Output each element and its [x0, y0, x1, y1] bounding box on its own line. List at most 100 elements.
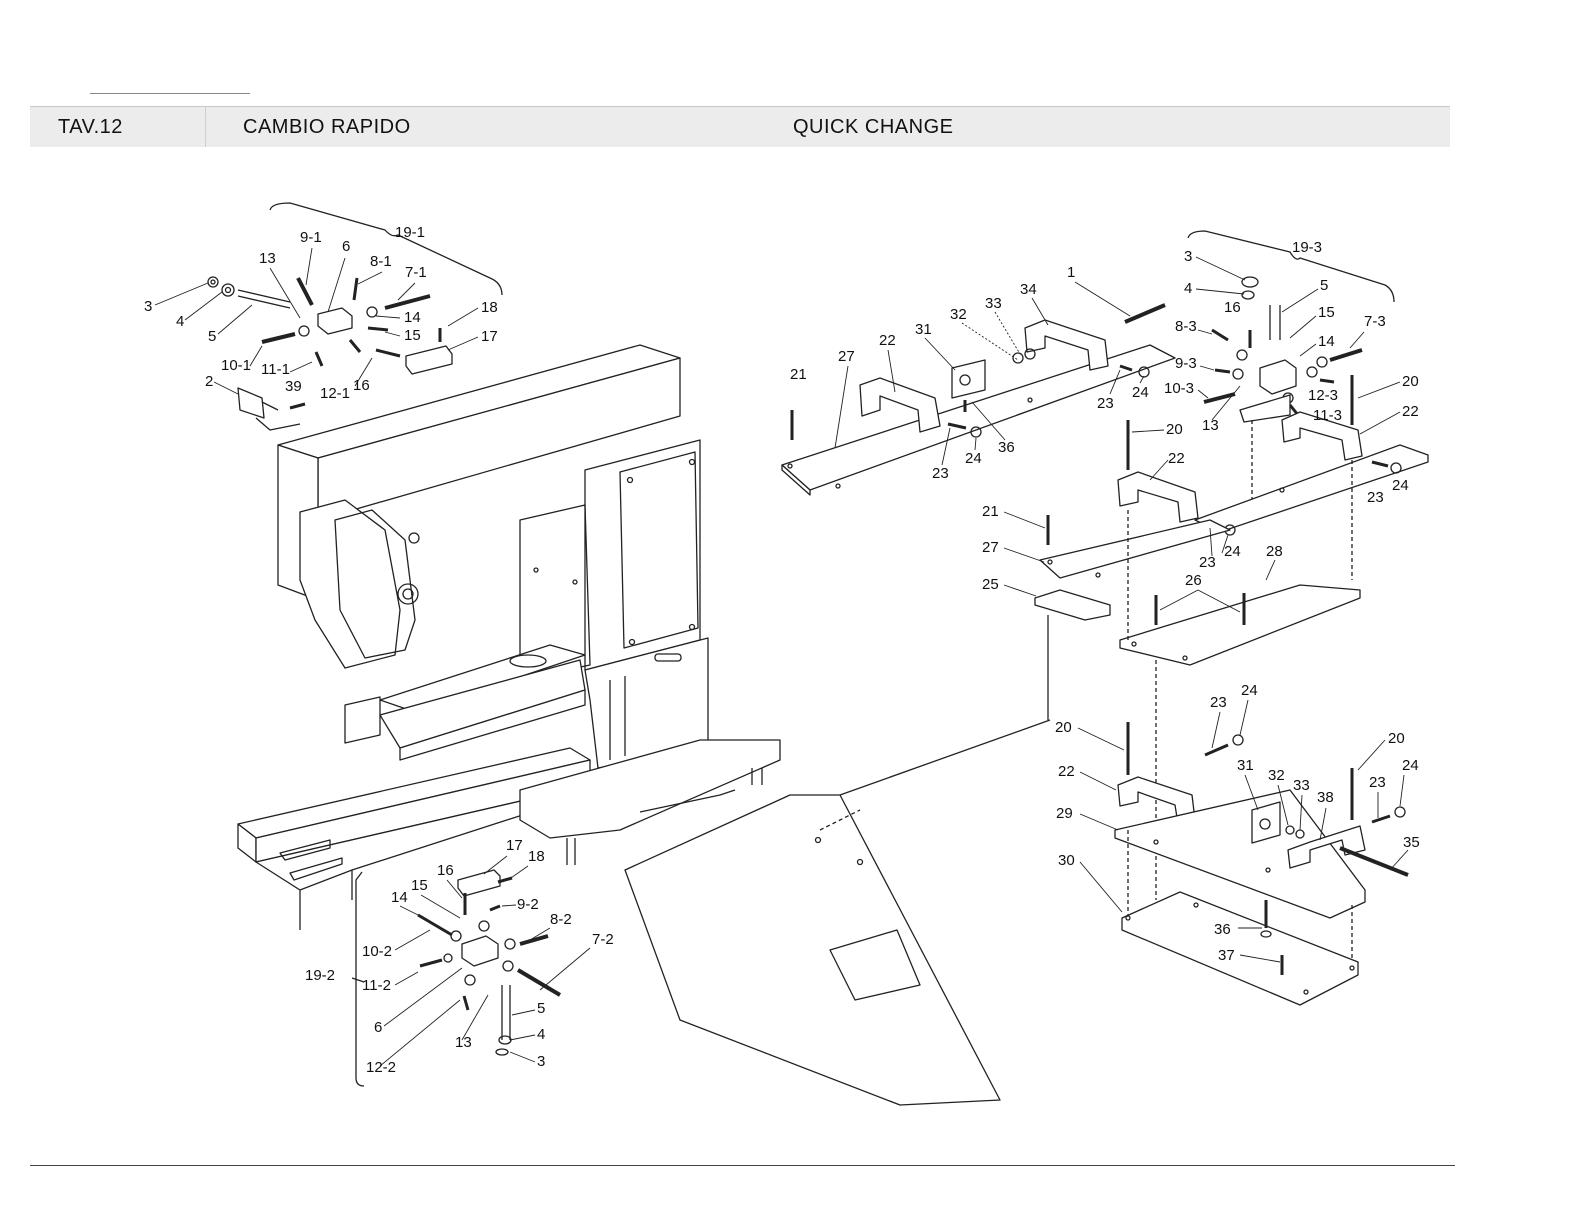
part-label-c82: 24 — [1402, 757, 1419, 774]
part-label-c50: 19-3 — [1292, 239, 1322, 256]
part-label-c16: 2 — [205, 373, 213, 390]
part-label-c71: 27 — [982, 539, 999, 556]
part-label-c2: 9-1 — [300, 229, 322, 246]
part-label-c32: 6 — [374, 1019, 382, 1036]
part-label-c55: 15 — [1318, 304, 1335, 321]
part-label-c13: 17 — [481, 328, 498, 345]
part-label-c3: 6 — [342, 238, 350, 255]
part-label-c41: 31 — [915, 321, 932, 338]
assembly-19-1 — [207, 202, 503, 431]
part-label-c47: 36 — [998, 439, 1015, 456]
top-plate-assembly — [781, 303, 1176, 496]
part-label-c11: 5 — [208, 328, 216, 345]
part-label-c70: 21 — [982, 503, 999, 520]
part-label-c5: 8-1 — [370, 253, 392, 270]
part-label-c31: 5 — [537, 1000, 545, 1017]
part-label-c30: 11-2 — [362, 977, 391, 994]
part-label-c56: 7-3 — [1364, 313, 1386, 330]
part-label-c60: 20 — [1402, 373, 1419, 390]
assembly-19-3 — [1187, 230, 1395, 500]
part-label-c22: 18 — [528, 848, 545, 865]
part-label-c19: 16 — [353, 377, 370, 394]
part-label-c61: 10-3 — [1164, 380, 1194, 397]
leader-lines — [154, 247, 1409, 1067]
part-label-c84: 32 — [1268, 767, 1285, 784]
part-label-c39: 33 — [985, 295, 1002, 312]
part-label-c72: 24 — [1224, 543, 1241, 560]
assembly-19-2 — [351, 869, 562, 1087]
part-label-c89: 35 — [1403, 834, 1420, 851]
part-label-c48: 24 — [965, 450, 982, 467]
part-label-c15: 11-1 — [261, 361, 290, 378]
part-label-c75: 26 — [1185, 572, 1202, 589]
part-label-c87: 38 — [1317, 789, 1334, 806]
plate-27 — [1034, 515, 1231, 720]
part-label-c81: 31 — [1237, 757, 1254, 774]
part-label-c14: 10-1 — [221, 357, 251, 374]
part-label-c17: 39 — [285, 378, 302, 395]
part-label-c74: 23 — [1199, 554, 1216, 571]
part-label-c91: 36 — [1214, 921, 1231, 938]
plate-29 — [1114, 722, 1409, 919]
part-label-c25: 14 — [391, 889, 408, 906]
part-label-c23: 16 — [437, 862, 454, 879]
part-label-c67: 22 — [1168, 450, 1185, 467]
bottom-rule — [30, 1165, 1455, 1166]
part-label-c43: 27 — [838, 348, 855, 365]
part-label-c46: 24 — [1132, 384, 1149, 401]
part-label-c92: 37 — [1218, 947, 1235, 964]
part-label-c65: 13 — [1202, 417, 1219, 434]
plate-30 — [1121, 830, 1359, 1006]
plate-28 — [1119, 510, 1361, 900]
part-label-c34: 13 — [455, 1034, 472, 1051]
part-label-c59: 9-3 — [1175, 355, 1197, 372]
part-label-c73: 28 — [1266, 543, 1283, 560]
part-label-c42: 22 — [879, 332, 896, 349]
part-label-c24: 15 — [411, 877, 428, 894]
part-label-c27: 8-2 — [550, 911, 572, 928]
part-label-c40: 32 — [950, 306, 967, 323]
part-label-c76: 25 — [982, 576, 999, 593]
part-label-c83: 22 — [1058, 763, 1075, 780]
part-label-c20: 19-2 — [305, 967, 335, 984]
part-label-c86: 23 — [1369, 774, 1386, 791]
part-label-c12: 15 — [404, 327, 421, 344]
part-label-c64: 22 — [1402, 403, 1419, 420]
title-bar: TAV.12 CAMBIO RAPIDO QUICK CHANGE — [30, 106, 1450, 147]
part-label-c45: 23 — [1097, 395, 1114, 412]
part-label-c63: 11-3 — [1313, 407, 1342, 424]
title-italian: CAMBIO RAPIDO — [243, 116, 411, 138]
part-label-c33: 4 — [537, 1026, 545, 1043]
part-label-c1: 19-1 — [395, 224, 425, 241]
part-label-c36: 12-2 — [366, 1059, 396, 1076]
part-label-c51: 3 — [1184, 248, 1192, 265]
part-label-c37: 1 — [1067, 264, 1075, 281]
part-label-c52: 4 — [1184, 280, 1192, 297]
part-label-c8: 18 — [481, 299, 498, 316]
part-label-c85: 33 — [1293, 777, 1310, 794]
part-label-c9: 4 — [176, 313, 184, 330]
part-label-c78: 23 — [1210, 694, 1227, 711]
part-label-c35: 3 — [537, 1053, 545, 1070]
part-label-c80: 20 — [1388, 730, 1405, 747]
part-label-c57: 8-3 — [1175, 318, 1197, 335]
part-label-c28: 7-2 — [592, 931, 614, 948]
part-label-c6: 7-1 — [405, 264, 427, 281]
part-label-c7: 3 — [144, 298, 152, 315]
part-label-c4: 13 — [259, 250, 276, 267]
part-label-c54: 16 — [1224, 299, 1241, 316]
part-label-c21: 17 — [506, 837, 523, 854]
part-label-c77: 24 — [1241, 682, 1258, 699]
part-label-c18: 12-1 — [320, 385, 350, 402]
part-label-c62: 12-3 — [1308, 387, 1338, 404]
part-label-c58: 14 — [1318, 333, 1335, 350]
top-rule — [90, 93, 250, 94]
part-label-c66: 20 — [1166, 421, 1183, 438]
part-label-c44: 21 — [790, 366, 807, 383]
part-label-c69: 23 — [1367, 489, 1384, 506]
part-label-c90: 30 — [1058, 852, 1075, 869]
part-label-c53: 5 — [1320, 277, 1328, 294]
part-label-c68: 24 — [1392, 477, 1409, 494]
